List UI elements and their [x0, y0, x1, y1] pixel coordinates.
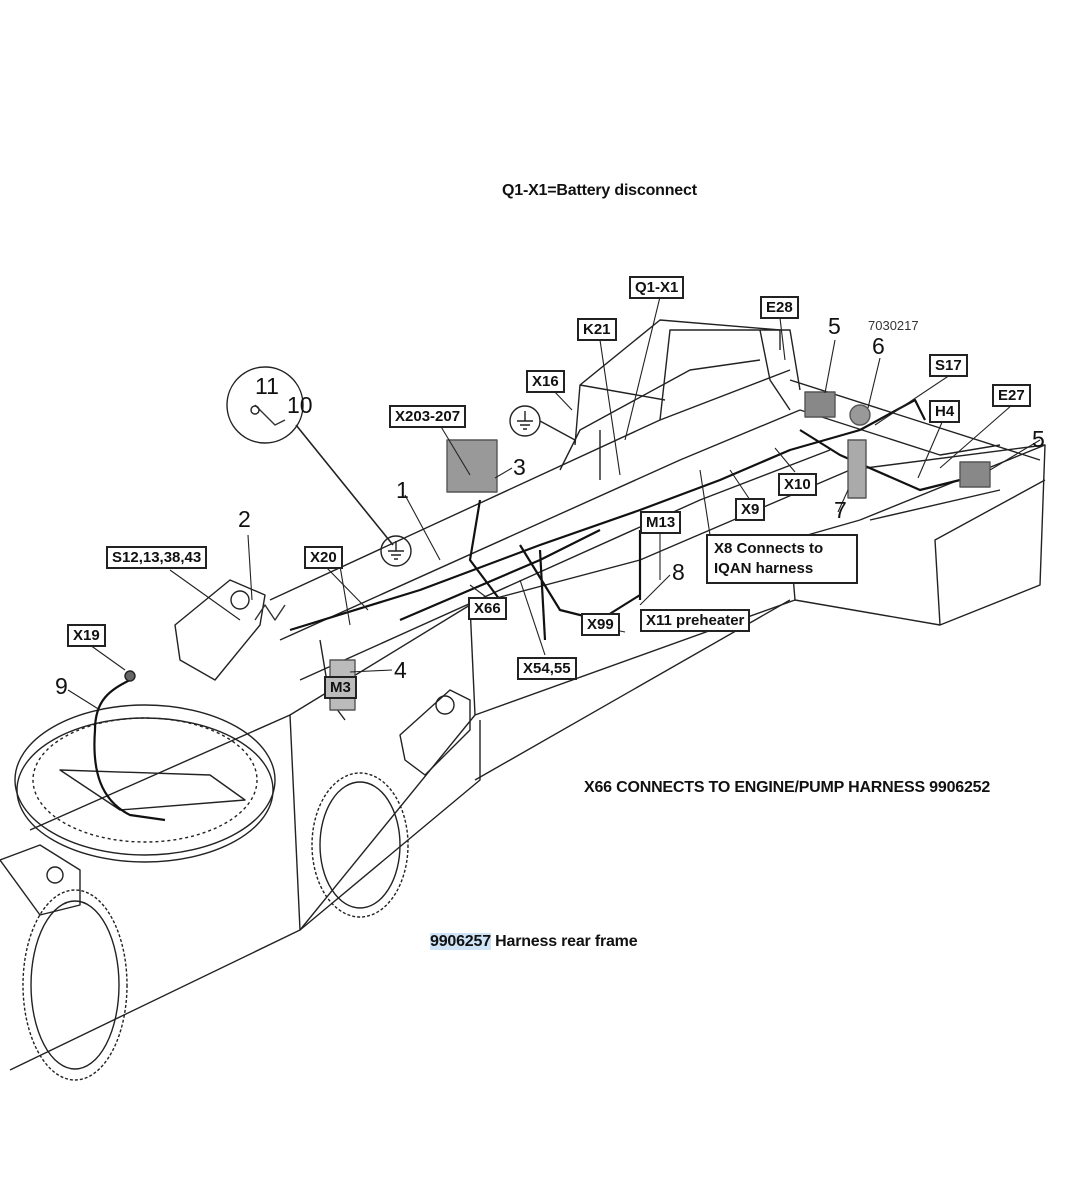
- label-e28: E28: [760, 296, 799, 319]
- articulation-brackets: [0, 579, 471, 916]
- label-x19: X19: [67, 624, 106, 647]
- drawing-number: 7030217: [868, 318, 919, 333]
- label-m3: M3: [324, 676, 357, 699]
- label-x9: X9: [735, 498, 766, 521]
- callout-11: 11: [255, 373, 279, 399]
- callout-2: 2: [238, 506, 251, 532]
- harness-part-number: 9906257: [430, 933, 491, 950]
- callout-1: 1: [396, 477, 409, 503]
- callout-10: 10: [287, 392, 313, 418]
- slewing-ring: [14, 704, 276, 863]
- label-m13: M13: [640, 511, 682, 534]
- label-x8: X8 Connects to IQAN harness: [706, 534, 858, 584]
- callout-6: 6: [872, 333, 885, 359]
- diagram-caption-top: Q1-X1=Battery disconnect: [502, 182, 697, 199]
- label-x10: X10: [778, 473, 817, 496]
- harness-note: X66 CONNECTS TO ENGINE/PUMP HARNESS 9906…: [584, 779, 991, 796]
- detail-circle: [226, 366, 394, 546]
- label-x99: X99: [581, 613, 620, 636]
- label-k21: K21: [577, 318, 617, 341]
- label-e27: E27: [992, 384, 1031, 407]
- callout-5-top: 5: [828, 313, 841, 339]
- label-q1-x1: Q1-X1: [629, 276, 685, 299]
- harness-name: Harness rear frame: [495, 933, 638, 950]
- label-x66: X66: [468, 597, 507, 620]
- callout-4: 4: [394, 657, 407, 683]
- leader-lines: [67, 296, 1041, 711]
- label-h4: H4: [929, 400, 961, 423]
- ground-symbols: [380, 405, 576, 567]
- rear-frame: [9, 319, 1046, 1071]
- label-x54-55: X54,55: [517, 657, 577, 680]
- harness-wiring: [93, 398, 961, 822]
- callout-9: 9: [55, 673, 68, 699]
- callout-3: 3: [513, 454, 526, 480]
- harness-title: 9906257 Harness rear frame: [430, 933, 638, 951]
- label-x20: X20: [304, 546, 343, 569]
- callout-7: 7: [834, 497, 847, 523]
- label-s17: S17: [929, 354, 968, 377]
- callout-5-right: 5: [1032, 426, 1045, 452]
- frame-openings: [22, 772, 409, 1081]
- label-x203-207: X203-207: [389, 405, 467, 428]
- callout-8: 8: [672, 559, 685, 585]
- label-s12-13-38-43: S12,13,38,43: [106, 546, 208, 569]
- label-x11-preheater: X11 preheater: [640, 609, 751, 632]
- label-x16: X16: [526, 370, 565, 393]
